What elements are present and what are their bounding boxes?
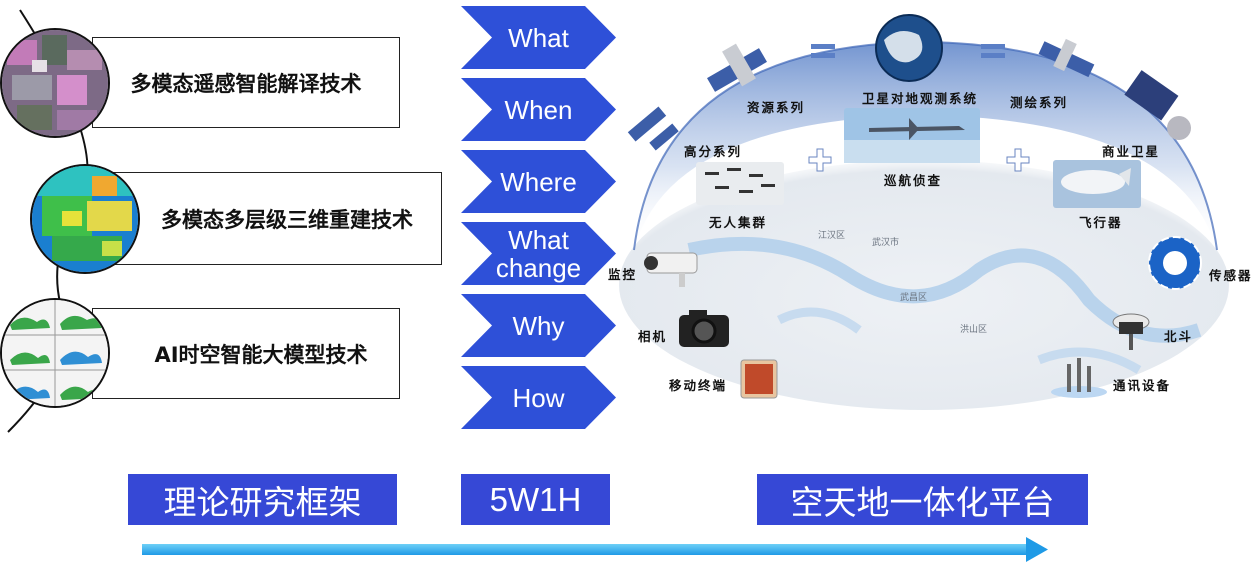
label-resource-series: 资源系列 [747,100,806,115]
label-drone-swarm: 无人集群 [709,215,768,230]
communication-tower-icon [1051,358,1107,398]
label-sensor: 传感器 [1209,268,1253,283]
plus-icon [1006,148,1030,172]
tech-item-3: AI时空智能大模型技术 [92,308,400,399]
label-surveillance: 监控 [608,267,638,282]
tech-label-3: AI时空智能大模型技术 [154,342,368,367]
label-commercial-satellite: 商业卫星 [1102,144,1161,159]
label-gaofen-series: 高分系列 [684,144,743,159]
question-why: Why [461,294,616,357]
label-satellite-observation: 卫星对地观测系统 [862,91,979,106]
banner-platform: 空天地一体化平台 [757,474,1088,525]
label-aircraft: 飞行器 [1079,215,1123,230]
tech-image-2 [30,164,140,274]
chevron-shape [461,222,616,285]
label-mobile-terminal: 移动终端 [669,378,728,393]
satellite-icon [627,106,679,151]
satellite-icon [1038,38,1095,78]
question-label: Why [512,310,565,341]
tech-image-3 [0,298,110,408]
mobile-terminal-icon [740,359,778,399]
equals-icon [811,44,835,58]
tech-label-2: 多模态多层级三维重建技术 [161,207,413,232]
map-label: 武汉市 [872,238,900,248]
tech-image-1 [0,28,110,138]
airship-image [1053,160,1141,208]
drone-swarm-image [696,162,784,205]
satellite-icon [1124,70,1191,140]
recon-drone-image [844,108,980,163]
map-background [619,160,1229,410]
question-what: What [461,6,616,69]
question-when: When [461,78,616,141]
satellite-icon [707,43,767,92]
map-label: 江汉区 [818,231,846,241]
question-how: How [461,366,616,429]
chevron-shape [461,78,616,141]
question-label: What [508,22,569,53]
question-label: When [504,94,573,125]
chevron-shape [461,150,616,213]
chevron-shape [461,366,616,429]
tech-item-1: 多模态遥感智能解译技术 [92,37,400,128]
plus-icon [808,148,832,172]
map-label: 武昌区 [900,293,928,303]
label-camera: 相机 [638,329,668,344]
equals-icon [981,44,1005,58]
label-cruise-recon: 巡航侦查 [884,173,943,188]
label-communication: 通讯设备 [1113,378,1172,393]
chevron-shape [461,294,616,357]
label-beidou: 北斗 [1164,329,1194,344]
label-surveying-series: 测绘系列 [1010,95,1069,110]
banner-5w1h: 5W1H [461,474,610,525]
tech-label-1: 多模态遥感智能解译技术 [130,71,362,96]
surveillance-camera-icon [644,252,698,287]
progress-arrow-icon [142,537,1048,562]
camera-icon [679,310,729,347]
sensor-icon [1148,236,1202,290]
map-label: 洪山区 [960,325,988,335]
banner-framework: 理论研究框架 [128,474,397,525]
question-where: Where [461,150,616,213]
sky-dome [634,42,1217,250]
beidou-receiver-icon [1112,313,1150,350]
earth-globe-icon [875,14,943,82]
tech-item-2: 多模态多层级三维重建技术 [92,172,442,265]
question-label: What change [495,224,582,283]
chevron-shape [461,6,616,69]
question-label: How [512,382,565,413]
question-what-change: What change [461,222,616,285]
platform-diagram [619,14,1229,410]
question-label: Where [500,166,577,197]
